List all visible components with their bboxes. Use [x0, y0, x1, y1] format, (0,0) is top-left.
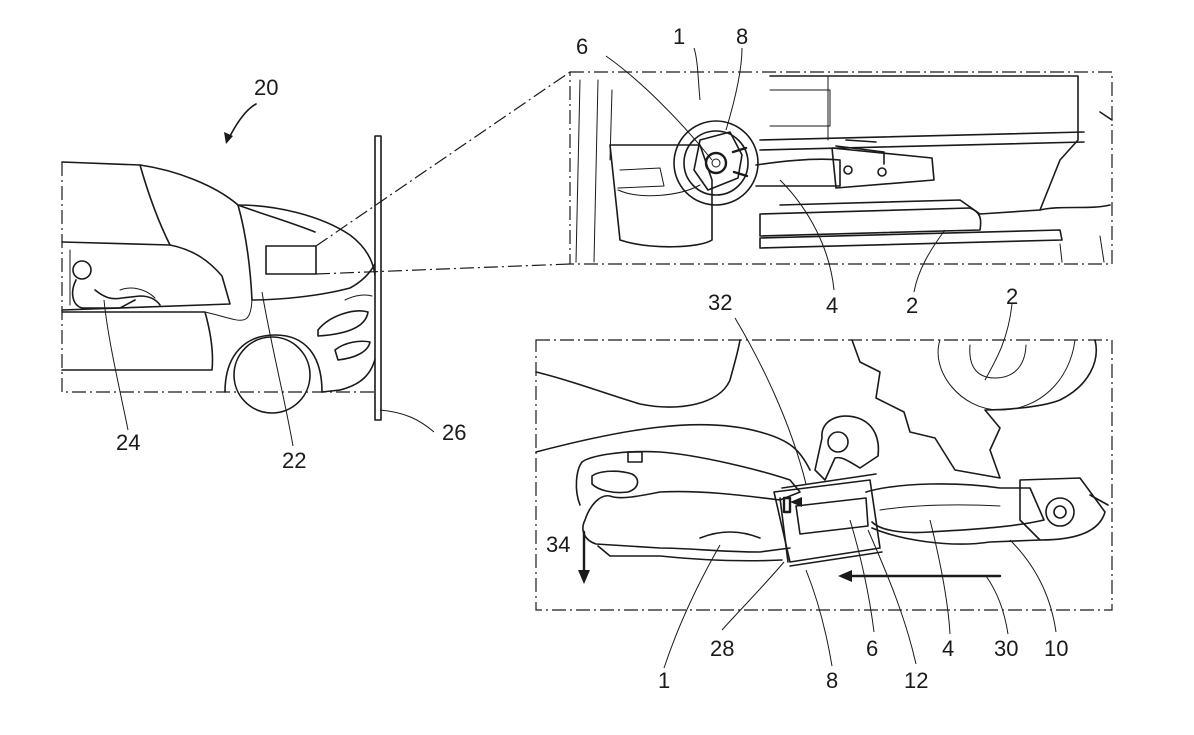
label-bottom-2: 2 — [1006, 284, 1018, 309]
label-32: 32 — [708, 290, 732, 315]
label-bottom-8: 8 — [826, 668, 838, 693]
label-bottom-1: 1 — [658, 668, 670, 693]
label-top-8: 8 — [736, 24, 748, 49]
label-top-4: 4 — [826, 293, 838, 318]
bottom-detail-panel — [535, 339, 1113, 611]
label-10: 10 — [1044, 636, 1068, 661]
label-26: 26 — [442, 420, 466, 445]
label-28: 28 — [710, 636, 734, 661]
zoom-lines — [315, 71, 571, 275]
label-12: 12 — [904, 668, 928, 693]
label-24: 24 — [116, 430, 140, 455]
label-top-1: 1 — [673, 24, 685, 49]
label-20: 20 — [254, 75, 278, 100]
label-top-2: 2 — [906, 293, 918, 318]
top-detail-panel — [569, 71, 1113, 265]
label-bottom-4: 4 — [942, 636, 954, 661]
leader-lines — [103, 47, 1057, 669]
label-34: 34 — [546, 532, 570, 557]
reference-labels: 20 24 22 26 6 1 8 4 2 32 2 34 28 1 8 6 1… — [116, 24, 1068, 693]
label-22: 22 — [282, 448, 306, 473]
label-top-6: 6 — [576, 34, 588, 59]
label-30: 30 — [994, 636, 1018, 661]
vehicle-view — [61, 135, 382, 421]
label-bottom-6: 6 — [866, 636, 878, 661]
